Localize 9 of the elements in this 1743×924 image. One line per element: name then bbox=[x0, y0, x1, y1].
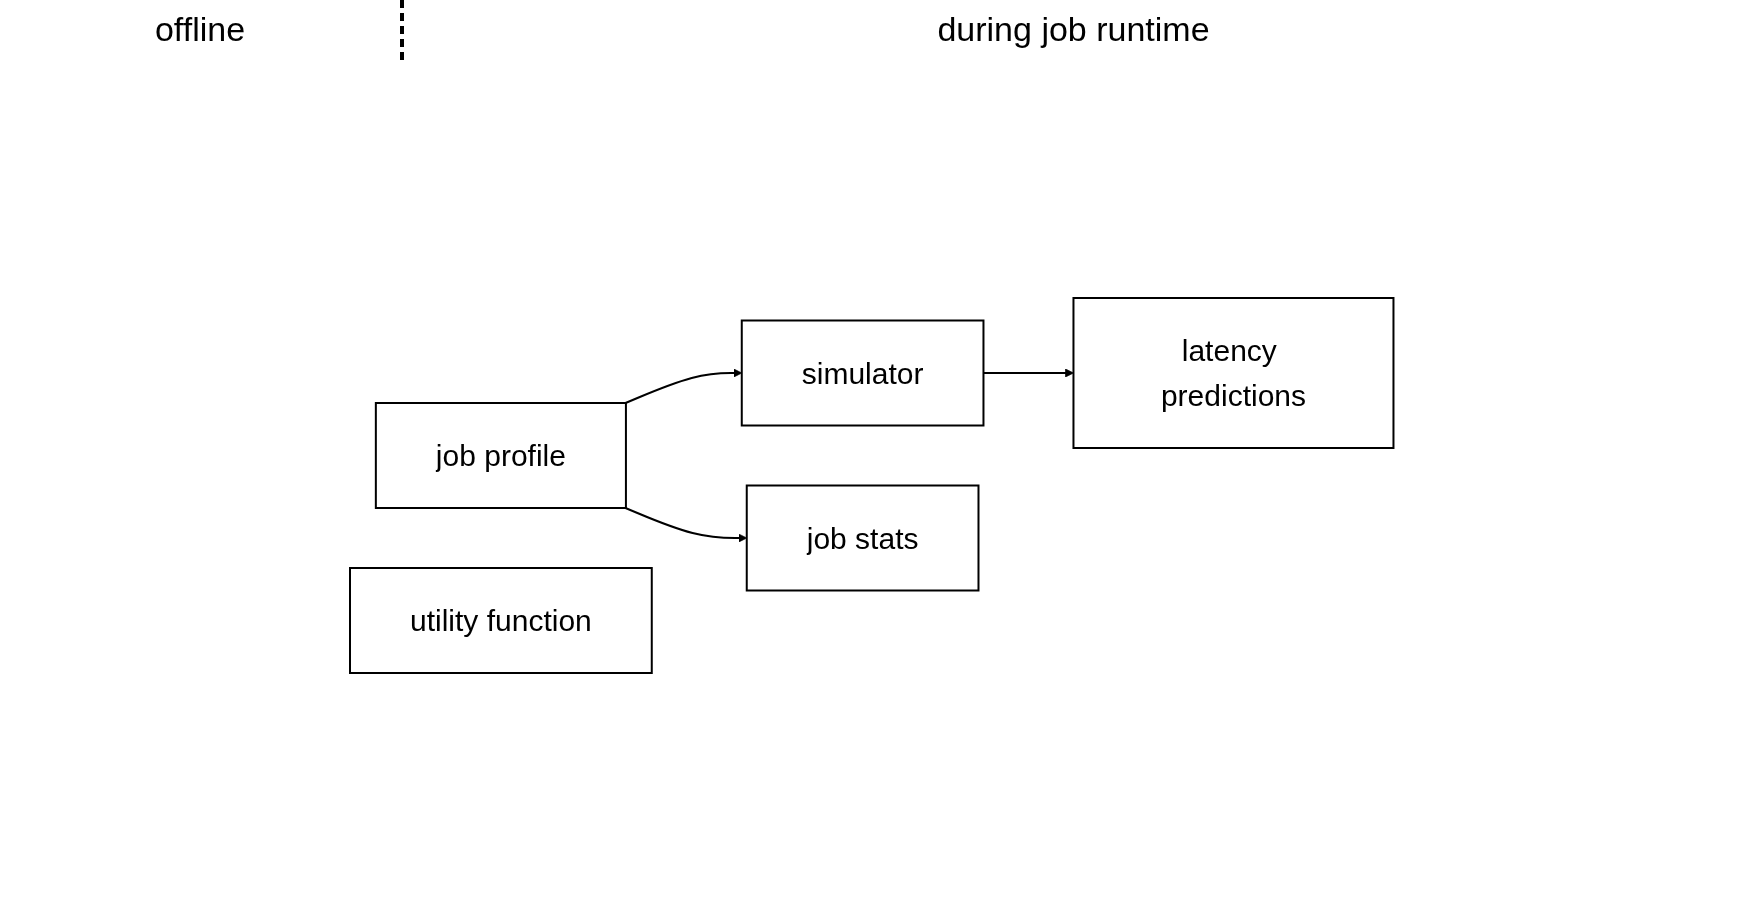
node-box: utility function bbox=[348, 566, 653, 674]
arrow bbox=[624, 506, 747, 542]
node-box: simulator bbox=[740, 319, 985, 426]
section-heading: during job runtime bbox=[937, 9, 1210, 50]
section-heading: offline bbox=[154, 9, 246, 50]
node-box: latency predictions bbox=[1072, 296, 1395, 449]
node-box: job stats bbox=[745, 484, 980, 591]
arrow bbox=[624, 368, 742, 404]
node-box: job profile bbox=[374, 401, 627, 509]
